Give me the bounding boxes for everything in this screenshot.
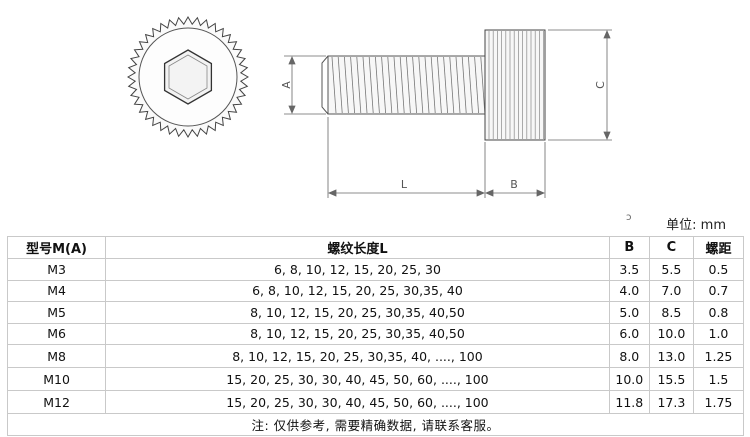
dimension-c-label: C	[594, 81, 607, 89]
cell-thread-length: 8, 10, 12, 15, 20, 25, 30,35, 40,50	[105, 301, 610, 324]
head-knurl-lines	[488, 31, 544, 139]
screw-technical-drawing: A C L B	[127, 16, 612, 198]
cell-b: 6.0	[608, 322, 650, 345]
thread-tip	[321, 55, 329, 115]
cell-b: 11.8	[608, 390, 650, 414]
header-b: B	[608, 236, 650, 259]
cell-pitch: 1.0	[692, 322, 745, 345]
hex-socket-inner	[168, 54, 208, 100]
dimension-l-b	[327, 117, 546, 198]
note-row: 注: 仅供参考, 需要精确数据, 请联系客服。	[7, 413, 744, 436]
cell-model: M5	[6, 301, 107, 324]
table-row: M12 15, 20, 25, 30, 30, 40, 45, 50, 60, …	[6, 390, 745, 414]
dimension-a	[284, 55, 326, 115]
header-model: 型号M(A)	[6, 236, 107, 259]
cell-thread-length: 6, 8, 10, 12, 15, 20, 25, 30	[105, 258, 610, 281]
unit-mark: ɔ	[626, 212, 632, 223]
dimension-l-label: L	[401, 178, 408, 191]
cell-model: M8	[6, 344, 107, 368]
note-text: 注: 仅供参考, 需要精确数据, 请联系客服。	[7, 413, 744, 436]
cell-pitch: 1.5	[692, 367, 745, 391]
header-thread-length: 螺纹长度L	[105, 236, 610, 259]
cell-b: 10.0	[608, 367, 650, 391]
cell-c: 8.5	[648, 301, 694, 324]
cell-model: M4	[6, 279, 107, 302]
head-end-view	[127, 16, 249, 138]
table-header-row: 型号M(A) 螺纹长度L B C 螺距	[6, 236, 745, 259]
table-row: M5 8, 10, 12, 15, 20, 25, 30,35, 40,50 5…	[6, 301, 745, 324]
cell-b: 5.0	[608, 301, 650, 324]
cell-thread-length: 15, 20, 25, 30, 30, 40, 45, 50, 60, ....…	[105, 390, 610, 414]
unit-row: ɔ 单位: mm	[0, 210, 750, 236]
cell-b: 3.5	[608, 258, 650, 281]
cell-c: 15.5	[648, 367, 694, 391]
cell-thread-length: 15, 20, 25, 30, 30, 40, 45, 50, 60, ....…	[105, 367, 610, 391]
cell-model: M12	[6, 390, 107, 414]
dimension-c	[548, 29, 612, 141]
header-pitch: 螺距	[692, 236, 745, 259]
cell-thread-length: 8, 10, 12, 15, 20, 25, 30,35, 40, ...., …	[105, 344, 610, 368]
cell-c: 10.0	[648, 322, 694, 345]
cell-b: 4.0	[608, 279, 650, 302]
table-row: M6 8, 10, 12, 15, 20, 25, 30,35, 40,50 6…	[6, 322, 745, 345]
spec-table: 型号M(A) 螺纹长度L B C 螺距 M3 6, 8, 10, 12, 15,…	[6, 236, 745, 436]
cell-thread-length: 8, 10, 12, 15, 20, 25, 30,35, 40,50	[105, 322, 610, 345]
table-row: M8 8, 10, 12, 15, 20, 25, 30,35, 40, ...…	[6, 344, 745, 368]
dimension-b-label: B	[510, 178, 518, 191]
thread-lines	[331, 56, 486, 114]
cell-c: 7.0	[648, 279, 694, 302]
cell-model: M3	[6, 258, 107, 281]
dimension-a-label: A	[280, 81, 293, 89]
cell-pitch: 0.5	[692, 258, 745, 281]
cell-pitch: 0.7	[692, 279, 745, 302]
table-row: M3 6, 8, 10, 12, 15, 20, 25, 30 3.5 5.5 …	[6, 258, 745, 281]
hex-socket	[163, 49, 213, 105]
cell-c: 13.0	[648, 344, 694, 368]
knurled-head	[484, 29, 546, 141]
table-row: M10 15, 20, 25, 30, 30, 40, 45, 50, 60, …	[6, 367, 745, 391]
cell-pitch: 1.75	[692, 390, 745, 414]
screw-side-view	[321, 29, 546, 141]
cell-c: 17.3	[648, 390, 694, 414]
cell-b: 8.0	[608, 344, 650, 368]
cell-model: M10	[6, 367, 107, 391]
cell-c: 5.5	[648, 258, 694, 281]
header-c: C	[648, 236, 694, 259]
cell-pitch: 0.8	[692, 301, 745, 324]
cell-thread-length: 6, 8, 10, 12, 15, 20, 25, 30,35, 40	[105, 279, 610, 302]
unit-label: 单位: mm	[666, 218, 726, 233]
cell-pitch: 1.25	[692, 344, 745, 368]
table-row: M4 6, 8, 10, 12, 15, 20, 25, 30,35, 40 4…	[6, 279, 745, 302]
cell-model: M6	[6, 322, 107, 345]
